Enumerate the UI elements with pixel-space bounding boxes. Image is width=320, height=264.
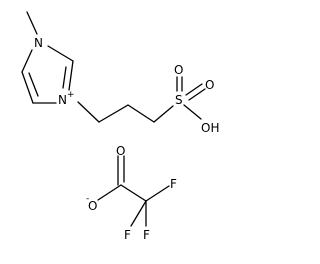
- bond-c-o-anion: [97, 184, 122, 201]
- imidazolium-ring: [21, 11, 74, 104]
- bond-c-cf3: [120, 184, 147, 202]
- bond-cf3-f-left: [130, 200, 147, 227]
- atom-o-carbonyl: O: [116, 144, 125, 158]
- atom-n3: N: [58, 93, 67, 107]
- bond-n1-c2: [47, 45, 74, 62]
- bond-c4-c5: [21, 71, 34, 104]
- bond-c2-n3: [68, 60, 74, 91]
- bond-s-oh: [183, 104, 202, 120]
- atom-oh: OH: [201, 121, 219, 135]
- structure-canvas: N N + O S O OH O O - F F F: [21, 11, 219, 242]
- atom-f-bottom: F: [143, 228, 150, 242]
- sulfonic-acid-group: [176, 76, 206, 120]
- atom-o-sulfonyl-bottom: O: [205, 78, 214, 92]
- atom-s: S: [175, 93, 183, 107]
- bond-ch2a-ch2b: [98, 104, 129, 123]
- propyl-chain: [77, 101, 174, 123]
- structure-drawing: N N + O S O OH O O - F F F: [21, 11, 219, 242]
- atom-o-sulfonyl-top: O: [174, 63, 183, 77]
- bond-n3-ch2a: [77, 101, 100, 123]
- charge-n3: +: [67, 90, 75, 100]
- atom-f-right: F: [170, 177, 177, 191]
- bond-s-o-right: [185, 83, 203, 96]
- atom-n1: N: [34, 36, 43, 50]
- bond-cf3-f-right: [145, 185, 170, 202]
- bond-ch2c-s: [153, 105, 174, 123]
- bond-ch2b-ch2c: [127, 104, 155, 123]
- atom-o-anion: O: [88, 199, 97, 213]
- atom-f-left: F: [124, 228, 131, 242]
- trifluoroacetate: [97, 155, 170, 227]
- bond-c5-n1: [21, 49, 33, 73]
- bond-c4-c5-inner: [28, 72, 39, 97]
- bond-c2-n3-inner: [62, 66, 67, 89]
- bond-s-o-right-2: [188, 88, 206, 101]
- charge-o-anion: -: [86, 194, 89, 204]
- bond-n1-methyl: [26, 11, 38, 35]
